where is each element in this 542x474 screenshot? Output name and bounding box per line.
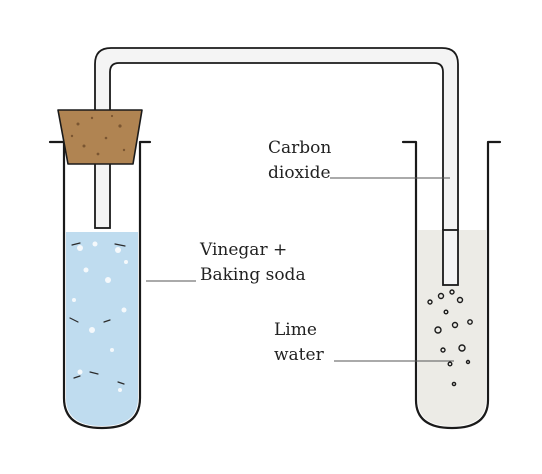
sediment-marks: [69, 242, 126, 385]
left-test-tube: [48, 140, 152, 430]
label-vinegar-baking-soda: Vinegar + Baking soda: [146, 240, 306, 285]
label-carbon-dioxide: Carbon dioxide: [268, 138, 450, 183]
label-lime-water: Lime water: [274, 320, 454, 365]
cork-stopper: [57, 109, 143, 165]
vinegar-solution: [66, 232, 138, 426]
label-lime: Lime: [274, 320, 317, 340]
label-carbon: Carbon: [268, 138, 331, 158]
co2-bubbles: [427, 289, 473, 387]
lime-water: [418, 230, 486, 426]
right-test-tube: [401, 140, 502, 430]
fizz-bubbles: [72, 241, 128, 392]
label-water: water: [274, 345, 325, 365]
label-dioxide: dioxide: [268, 163, 331, 183]
label-baking-soda: Baking soda: [200, 265, 306, 285]
label-vinegar: Vinegar +: [199, 240, 287, 260]
